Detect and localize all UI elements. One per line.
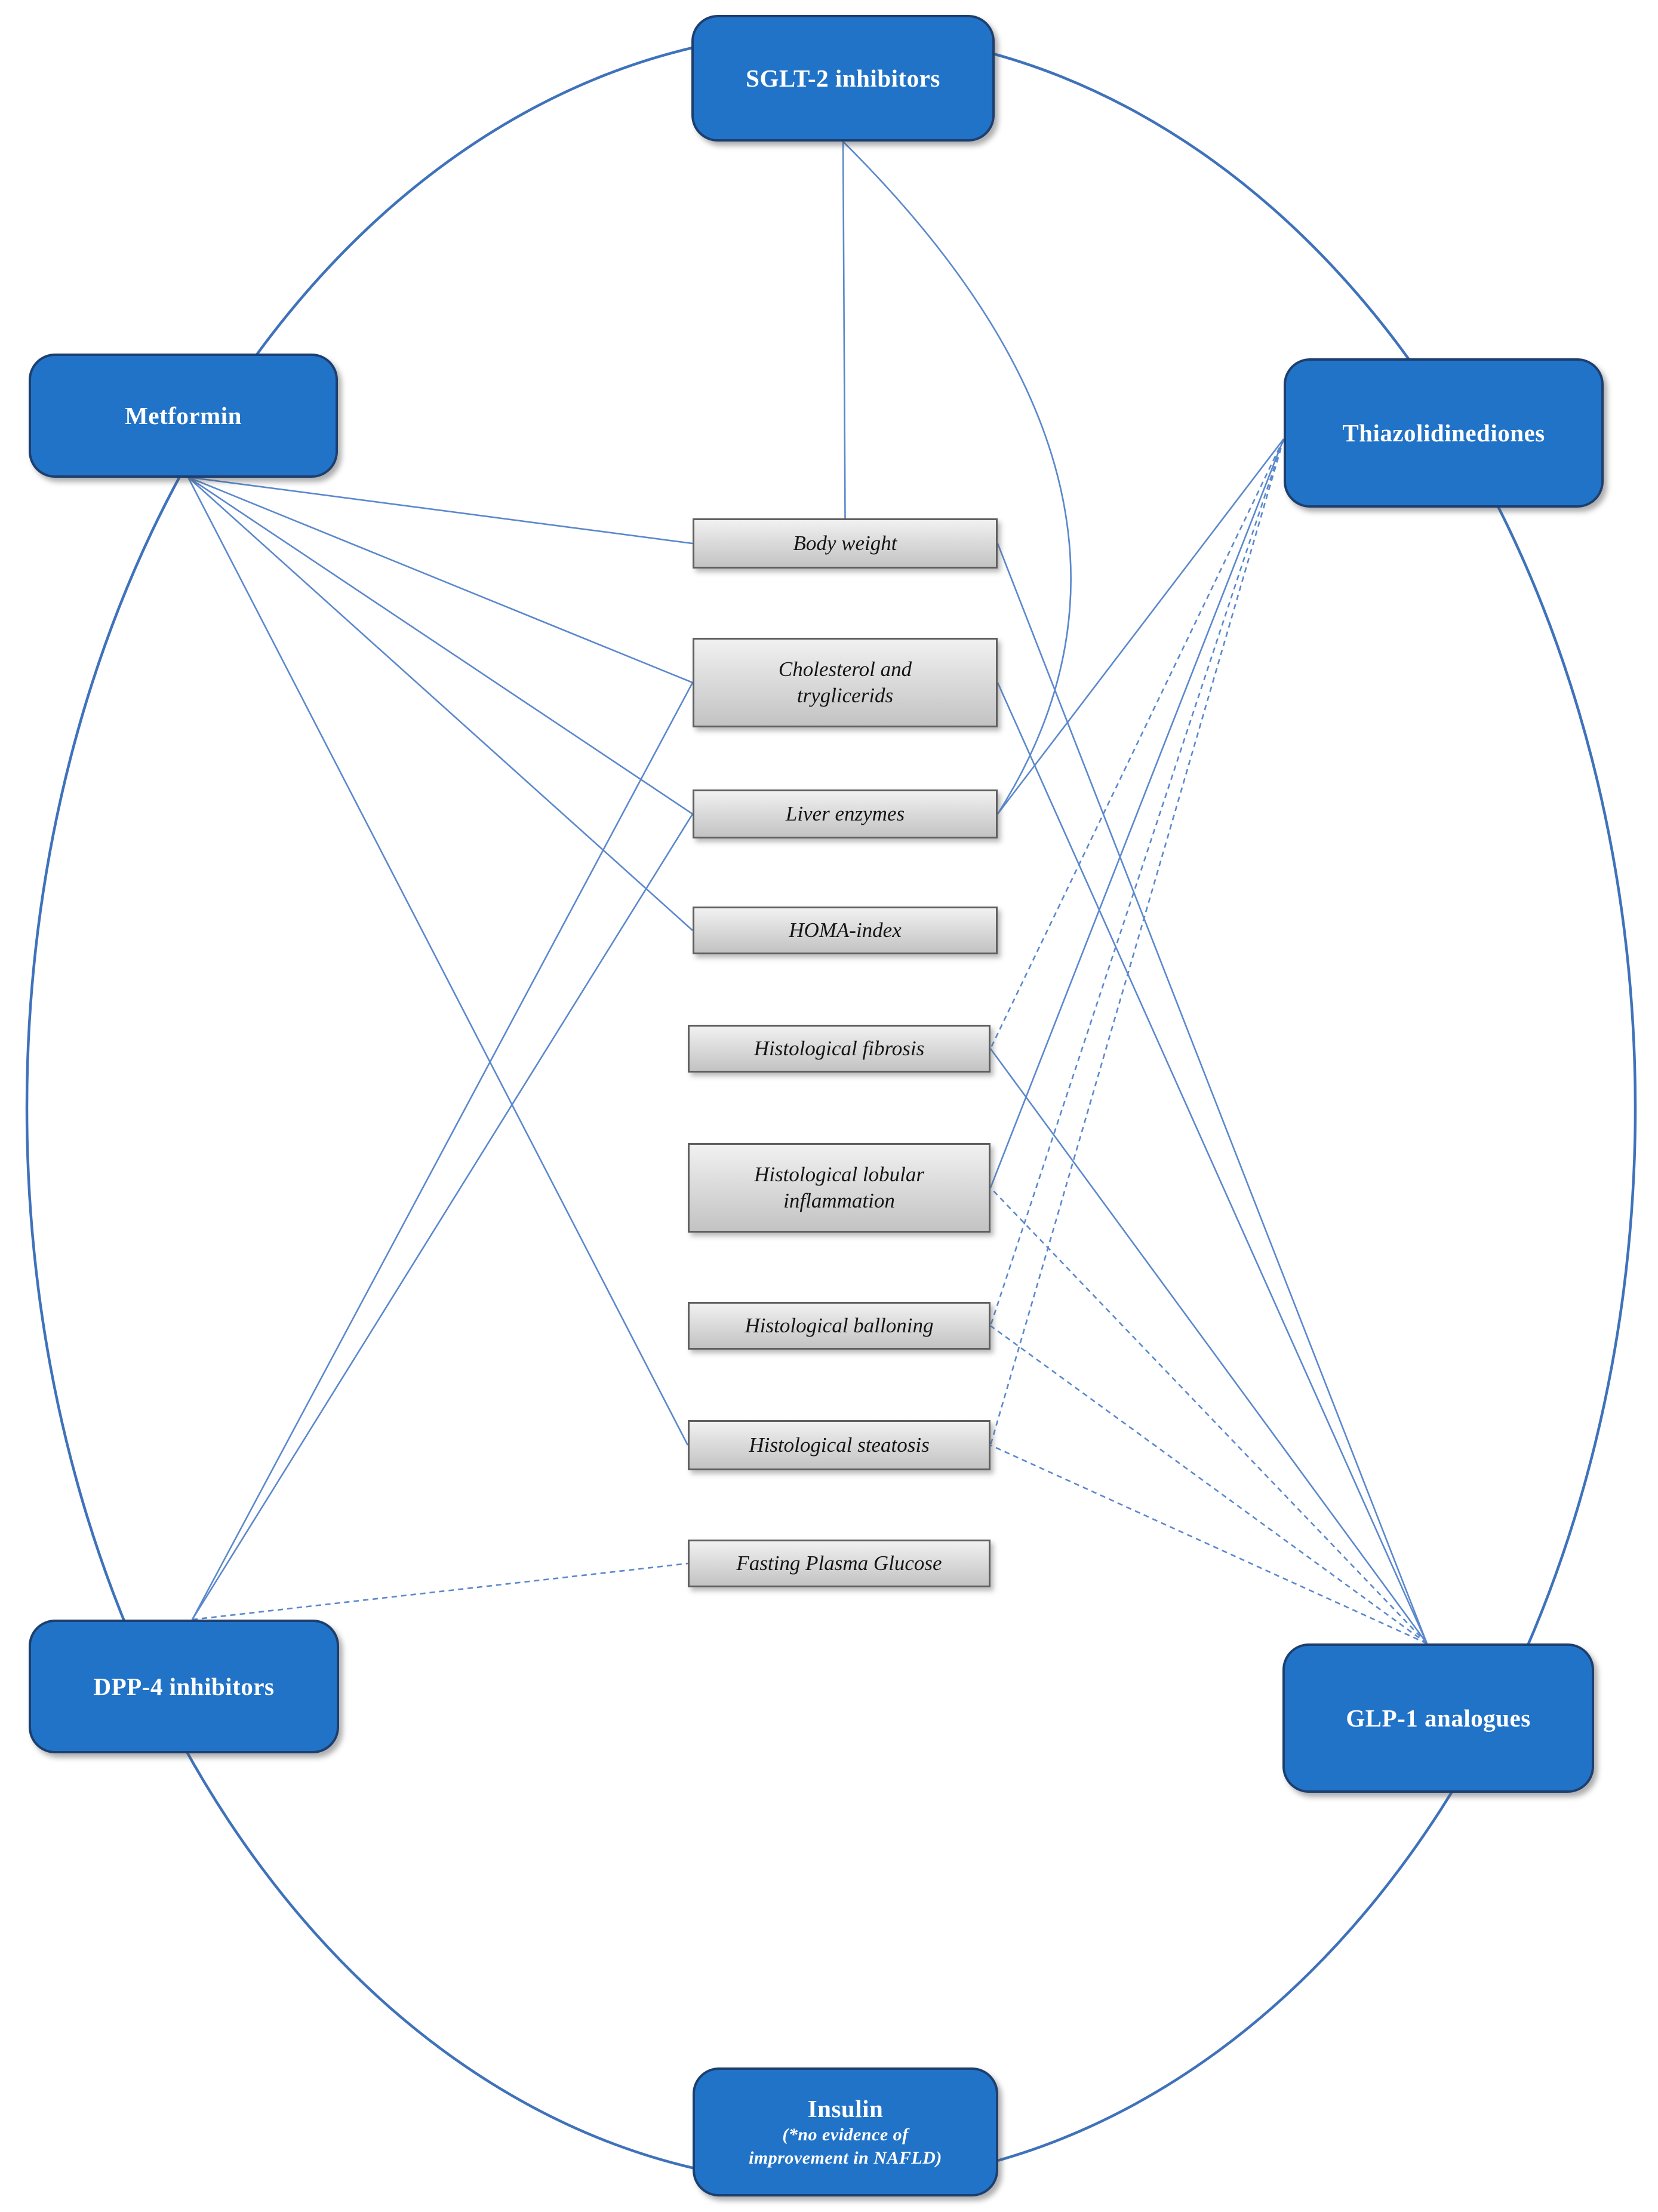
insulin-note-line1: (*no evidence of — [782, 2125, 909, 2145]
edge-metformin-steatosis — [187, 477, 689, 1446]
node-glp1-analogues: GLP-1 analogues — [1282, 1643, 1594, 1793]
edge-metformin-liverenzymes — [187, 476, 693, 815]
histological-lobular-inflammation-label: Histological lobular inflammation — [754, 1163, 924, 1212]
node-histological-lobular-inflammation: Histological lobular inflammation — [688, 1143, 991, 1233]
fasting-plasma-glucose-label: Fasting Plasma Glucose — [736, 1552, 942, 1575]
metformin-label: Metformin — [125, 402, 242, 429]
thiazolidinediones-label: Thiazolidinediones — [1342, 419, 1545, 447]
edge-metformin-homa — [187, 477, 693, 931]
node-thiazolidinediones: Thiazolidinediones — [1284, 358, 1604, 508]
edge-sglt2-liverenzymes — [842, 141, 1072, 815]
node-histological-balloning: Histological balloning — [688, 1302, 991, 1350]
edge-tzd-steatosis — [989, 438, 1285, 1446]
histological-steatosis-label: Histological steatosis — [749, 1433, 930, 1457]
insulin-label: Insulin — [807, 2095, 884, 2122]
edge-dpp4-fpg — [192, 1562, 688, 1621]
edge-tzd-balloning — [989, 438, 1285, 1326]
edge-tzd-liverenzymes — [996, 438, 1285, 815]
body-weight-label: Body weight — [793, 532, 897, 555]
node-liver-enzymes: Liver enzymes — [693, 789, 998, 838]
dpp4-label: DPP-4 inhibitors — [93, 1673, 275, 1700]
node-fasting-plasma-glucose: Fasting Plasma Glucose — [688, 1540, 991, 1587]
node-body-weight: Body weight — [693, 518, 998, 569]
node-sglt2-inhibitors: SGLT-2 inhibitors — [691, 15, 995, 142]
edge-dpp4-liverenzymes — [191, 813, 694, 1620]
edge-dpp4-cholesterol — [191, 682, 694, 1620]
histological-fibrosis-label: Histological fibrosis — [753, 1037, 925, 1061]
sglt2-label: SGLT-2 inhibitors — [746, 64, 940, 92]
edge-metformin-bodyweight — [187, 476, 693, 545]
insulin-note-line2: improvement in NAFLD) — [749, 2148, 942, 2168]
node-cholesterol-and-tryglicerids: Cholesterol and tryglicerids — [693, 638, 998, 727]
node-histological-steatosis: Histological steatosis — [688, 1420, 991, 1470]
node-homa-index: HOMA-index — [693, 907, 998, 954]
edge-glp1-fibrosis — [989, 1048, 1428, 1644]
edge-glp1-bodyweight — [996, 543, 1428, 1644]
liver-enzymes-label: Liver enzymes — [785, 802, 905, 826]
node-histological-fibrosis: Histological fibrosis — [688, 1025, 991, 1073]
edge-glp1-balloning — [990, 1325, 1428, 1645]
edge-tzd-fibrosis — [989, 438, 1285, 1049]
glp1-label: GLP-1 analogues — [1346, 1704, 1531, 1732]
homa-index-label: HOMA-index — [789, 918, 902, 942]
node-dpp4-inhibitors: DPP-4 inhibitors — [29, 1620, 339, 1753]
node-insulin: Insulin (*no evidence of improvement in … — [693, 2067, 998, 2196]
edge-glp1-lobular — [990, 1187, 1428, 1644]
edge-tzd-lobular — [989, 438, 1285, 1188]
edge-glp1-steatosis — [990, 1444, 1428, 1645]
cholesterol-label: Cholesterol and tryglicerids — [778, 658, 912, 707]
edge-metformin-cholesterol — [187, 476, 693, 684]
edge-sglt2-bodyweight — [842, 141, 846, 519]
edge-glp1-cholesterol — [996, 682, 1428, 1644]
node-metformin: Metformin — [29, 354, 338, 478]
histological-balloning-label: Histological balloning — [745, 1314, 934, 1338]
